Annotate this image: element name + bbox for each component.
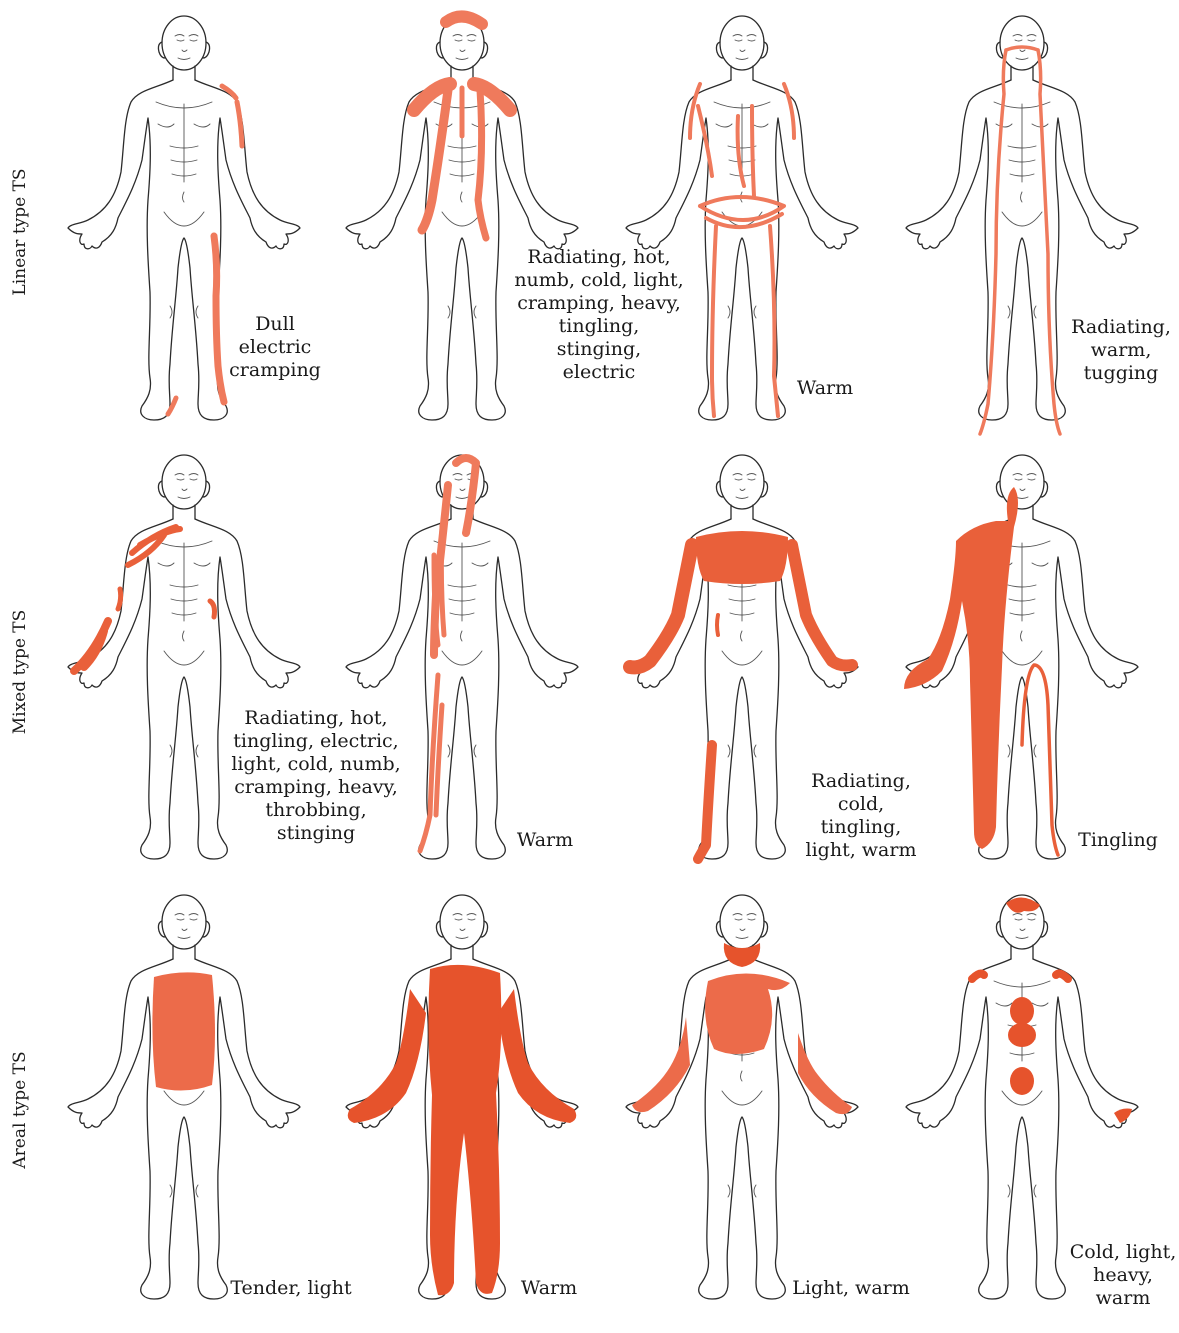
caption-areal-2: Warm: [514, 1277, 584, 1300]
caption-mixed-1: Radiating, hot, tingling, electric, ligh…: [226, 707, 406, 845]
caption-linear-1: Dull electric cramping: [222, 313, 328, 382]
figure-areal-3: [602, 885, 882, 1325]
caption-mixed-2: Warm: [510, 829, 580, 852]
sensation-overlay: [414, 16, 510, 238]
caption-linear-3: Warm: [790, 377, 860, 400]
sensation-overlay: [980, 47, 1060, 434]
figure-areal-1: [44, 885, 324, 1325]
caption-mixed-4: Tingling: [1070, 829, 1166, 852]
caption-linear-2: Radiating, hot, numb, cold, light, cramp…: [514, 246, 684, 384]
sensation-overlay: [632, 943, 852, 1114]
body-figure: [44, 885, 324, 1325]
sensation-overlay: [972, 897, 1132, 1123]
caption-mixed-3: Radiating, cold, tingling, light, warm: [796, 770, 926, 862]
caption-areal-4: Cold, light, heavy, warm: [1064, 1241, 1179, 1310]
sensation-overlay: [152, 972, 215, 1090]
sensation-overlay: [74, 527, 215, 671]
figure-areal-2: [322, 885, 602, 1325]
caption-areal-1: Tender, light: [226, 1277, 356, 1300]
caption-areal-3: Light, warm: [788, 1277, 914, 1300]
sensation-overlay: [420, 458, 476, 851]
sensation-overlay: [348, 965, 577, 1295]
caption-linear-4: Radiating, warm, tugging: [1066, 316, 1176, 385]
body-figure: [602, 885, 882, 1325]
sensation-overlay: [904, 487, 1058, 855]
body-figure: [322, 885, 602, 1325]
